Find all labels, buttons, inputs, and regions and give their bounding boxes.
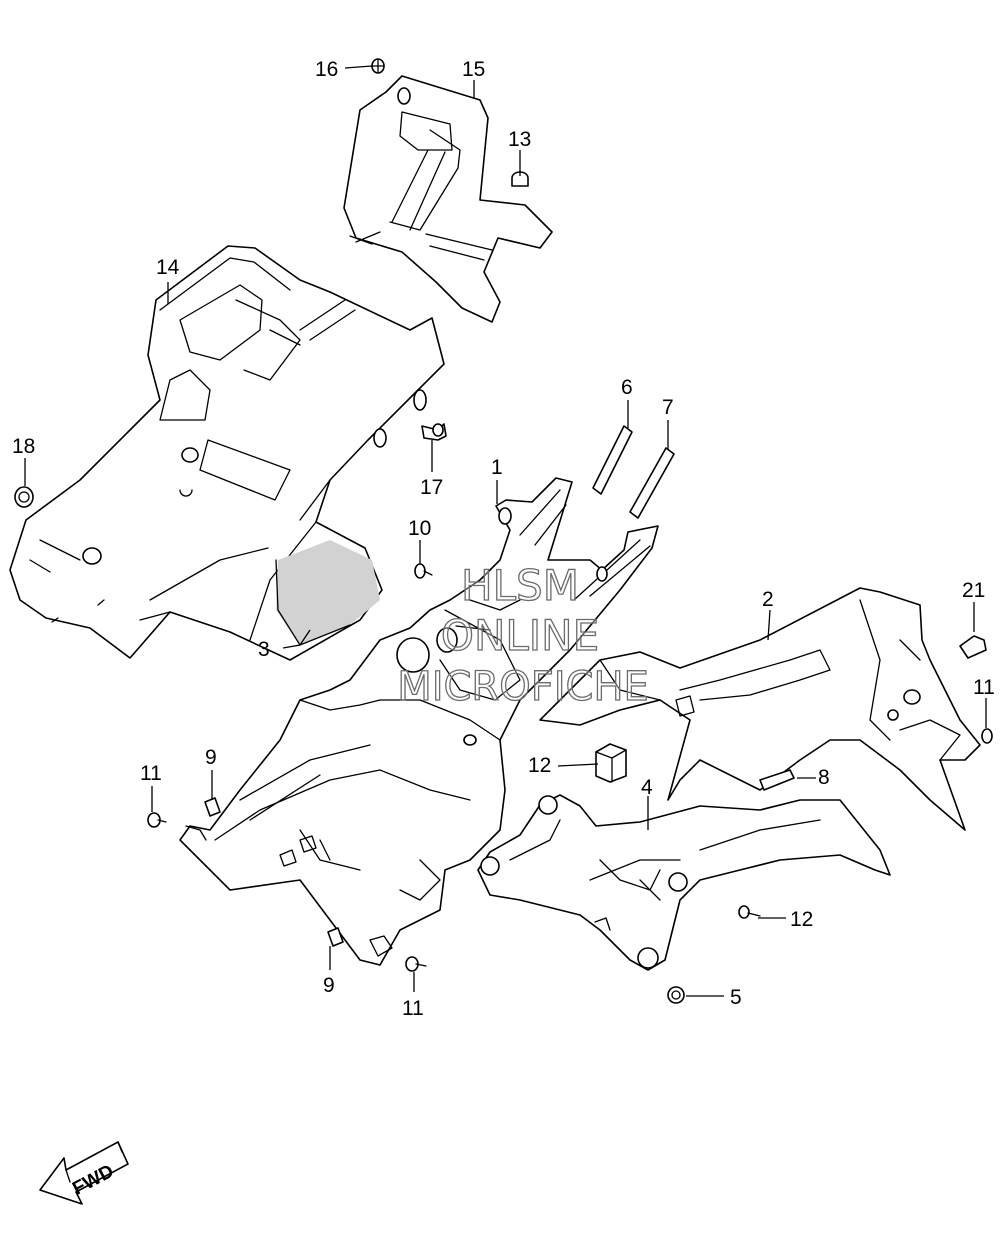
part-5-nut [667, 986, 685, 1004]
callout-9-top: 9 [205, 746, 217, 769]
part-4-bracket [477, 794, 891, 971]
callout-19: 17 [420, 476, 443, 499]
part-21-bolt [959, 635, 987, 659]
part-15-grommet [511, 171, 529, 187]
fwd-arrow: FWD [39, 1141, 129, 1205]
callout-21: 21 [962, 579, 985, 602]
callout-16: 14 [156, 256, 180, 279]
callout-labels: 16 15 13 14 18 17 1 6 7 10 3 2 21 11 12 … [12, 58, 995, 1020]
callout-11-left: 11 [140, 762, 162, 785]
part-2-fender [539, 587, 981, 831]
callout-4: 4 [641, 776, 653, 799]
callout-9-bottom: 9 [323, 974, 335, 997]
callout-8: 8 [818, 766, 830, 789]
part-18-screw [371, 58, 385, 74]
callout-13: 11 [973, 676, 995, 699]
watermark-line-3: MICROFICHE [397, 664, 649, 710]
part-17-bracket [343, 75, 553, 323]
watermark: HLSM ONLINE MICROFICHE [397, 560, 650, 710]
part-19-bolt [421, 423, 447, 441]
part-7-strip [629, 447, 675, 519]
part-11-screw-left [147, 812, 167, 828]
part-11-screw-bottom [405, 956, 427, 972]
callout-20: 18 [12, 435, 35, 458]
callout-6: 6 [621, 376, 633, 399]
watermark-line-1: HLSM [461, 561, 579, 610]
callout-14: 12 [528, 754, 551, 777]
leader-lines [24, 65, 987, 997]
part-9-clip-top [204, 797, 221, 817]
callout-10: 10 [408, 517, 431, 540]
callout-7: 7 [662, 396, 674, 419]
part-9-clip-bottom [327, 927, 344, 947]
callout-17: 15 [462, 58, 485, 81]
part-13-washer [981, 728, 993, 744]
part-6-strip [592, 425, 633, 495]
part-20-nut [14, 486, 34, 508]
callout-15: 13 [508, 128, 531, 151]
part-1-frame [179, 477, 659, 966]
part-10-screw [414, 563, 433, 579]
part-12-screw [738, 905, 761, 919]
watermark-line-2: ONLINE [441, 611, 599, 660]
callout-3: 3 [258, 638, 270, 661]
callout-1: 1 [491, 456, 503, 479]
part-14-cube [595, 743, 627, 783]
part-3-cover [275, 540, 380, 646]
callout-12: 12 [790, 908, 813, 931]
callout-11-bottom: 11 [402, 997, 424, 1020]
callout-18: 16 [315, 58, 338, 81]
part-8-strip [759, 769, 795, 791]
callout-2: 2 [762, 588, 774, 611]
callout-5: 5 [730, 986, 742, 1009]
